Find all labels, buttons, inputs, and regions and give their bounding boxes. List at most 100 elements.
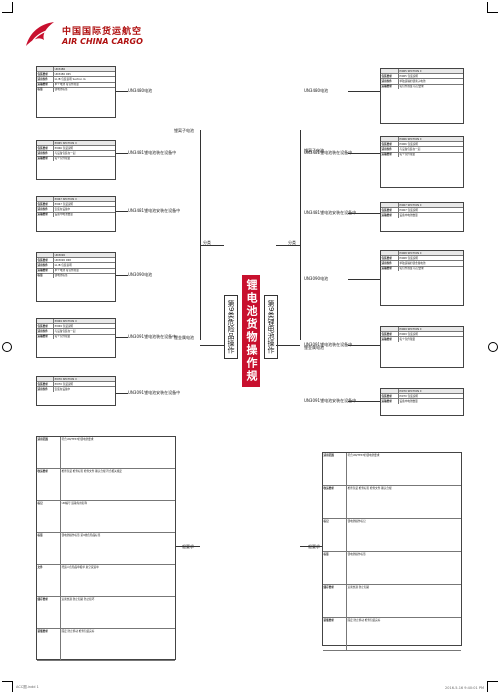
table-row-key: 适用条件: [37, 207, 55, 212]
table-title: PI965 SECTION II: [54, 141, 77, 145]
table-row-value: 锂电池操作标记: [347, 519, 366, 523]
table-row-value: UN3480 965: [54, 72, 71, 76]
connector-line: [300, 130, 301, 340]
table-row-value: 设备中电池数量: [399, 399, 418, 403]
crop-mark-top-left: [2, 2, 13, 13]
connector-line: [200, 130, 201, 340]
table-row-key: 标记: [37, 501, 62, 532]
table-row-key: 包装要求: [37, 382, 55, 387]
table-row-key: 适用条件: [37, 263, 55, 268]
table-header-key: [37, 197, 55, 202]
table-row-key: 运输要求: [37, 212, 55, 217]
crop-mark-bottom-right: [487, 681, 498, 692]
page-title: 锂电池货物操作规范: [227, 275, 260, 387]
table-title: UN3480: [54, 67, 66, 71]
connector-line: [116, 91, 128, 92]
table-row-key: 包装要求: [381, 256, 400, 261]
table-header-key: [381, 69, 400, 74]
table-row-key: 运输要求: [37, 82, 55, 87]
table-row-value: 锂电池标签: [54, 274, 68, 278]
table-row: 运输要求每个包件限量: [37, 334, 115, 339]
table-row-value: 锂电池操作标签 第9类危险品标签: [61, 533, 101, 537]
left-side-title: 第9类危险品操作: [224, 295, 238, 359]
table-row: 适用条件单独运输的锂金属电池: [381, 261, 463, 267]
table-row: 运输要求设备中电池数量: [37, 212, 115, 217]
table-row-value: 与设备包装在一起: [399, 147, 421, 151]
table-row-value: 锂电池操作标签: [347, 552, 366, 556]
footer-file-name: ACC图.indd 1: [16, 685, 39, 689]
table-row-key: 适用条件: [381, 147, 400, 152]
table-row: 运输要求单个电池 每包件限量: [37, 268, 115, 274]
table-row-value: 每包件限量 标记要求: [399, 85, 424, 89]
right-table-label: UN3091锂电池安装在设备中: [304, 398, 357, 403]
table-row-value: 检查包装 检查标签 检查文件 确认合规 符合相关规定: [61, 469, 122, 473]
branch-label-right-mid: 锂金属电池: [304, 345, 324, 350]
table-row-value: 符合UN/TEST的锂电池要求: [61, 437, 94, 441]
table-row-value: 每个包件限量: [399, 337, 416, 341]
table-header-key: [381, 327, 400, 332]
table-row-value: 每个包件限量: [54, 157, 71, 161]
table-row: 运输要求每个包件限量: [37, 156, 115, 161]
table-title: PI967 SECTION II: [54, 197, 77, 201]
table-row-key: 标签: [37, 87, 55, 93]
table-row: 标签锂电池操作标签: [323, 552, 461, 585]
left-table-label: UN3481锂电池装在设备中: [128, 150, 177, 155]
table-row-key: 运输要求: [37, 268, 55, 273]
table-row-value: 托运人危险品申报单 航空货运单: [61, 565, 99, 569]
table-row: 装载要求固定 防止移动 检查包装完好: [37, 629, 175, 661]
connector-line: [348, 345, 380, 346]
connector-line: [348, 153, 380, 154]
table-row-key: 适用条件: [37, 151, 55, 156]
table-row-value: 符合UN/TEST的锂电池要求: [347, 453, 380, 457]
left-table-label: UN3091锂电池安装在设备中: [128, 390, 181, 395]
table-row: 适用条件单独运输的锂离子电池: [381, 79, 463, 85]
table-row: 运输要求单个电池 每包件限量: [37, 82, 115, 88]
connector-line: [276, 345, 300, 346]
table-row-key: 储存要求: [37, 597, 62, 628]
table-row-key: 适用范围: [323, 453, 348, 485]
table-row-key: 包装要求: [381, 208, 400, 213]
registration-mark-icon: [2, 342, 12, 352]
table-header-key: [37, 377, 55, 382]
footer-timestamp: 2016-5-16 9:40:01 PM: [445, 686, 484, 690]
right-table-label: UN3090电池: [304, 276, 329, 281]
table-header-key: [37, 253, 55, 258]
table-row: 运输要求设备中电池数量: [381, 213, 463, 218]
table-row-key: 包装要求: [37, 202, 55, 207]
right-table-label: UN3481锂电池装在设备中: [304, 150, 353, 155]
table-title: PI968 SECTION II: [399, 251, 422, 255]
connector-line: [116, 393, 128, 394]
air-china-cargo-logo: 中国国际货运航空 AIR CHINA CARGO: [22, 18, 152, 54]
connector-line: [116, 211, 128, 212]
table-row-value: PI967 包装说明: [399, 208, 419, 212]
table-row-value: 远离热源 防止短路 防止损坏: [61, 597, 95, 601]
table-row: 适用范围符合UN/TEST的锂电池要求: [323, 453, 461, 486]
table-title: PI970 SECTION II: [54, 377, 77, 381]
connector-line: [348, 213, 380, 214]
table-row: 标签锂电池操作标签 第9类危险品标签: [37, 533, 175, 565]
table-row-value: PI966 包装说明: [54, 146, 74, 150]
table-row-key: 运输要求: [381, 266, 400, 271]
connector-line: [300, 546, 322, 547]
table-row: 收运要求检查包装 检查标签 检查文件 确认合规: [323, 486, 461, 519]
table-row: 装载要求固定 防止移动 检查包装完好: [323, 618, 461, 651]
table-row-key: 包装要求: [37, 72, 55, 77]
table-row-key: 包装要求: [381, 74, 400, 79]
table-row: 标记锂电池操作标记: [323, 519, 461, 552]
table-row-value: 远离热源 防止短路: [347, 585, 370, 589]
right-table-label: UN3481锂电池安装在设备中: [304, 210, 357, 215]
table-title: PI970 SECTION II: [399, 389, 422, 393]
